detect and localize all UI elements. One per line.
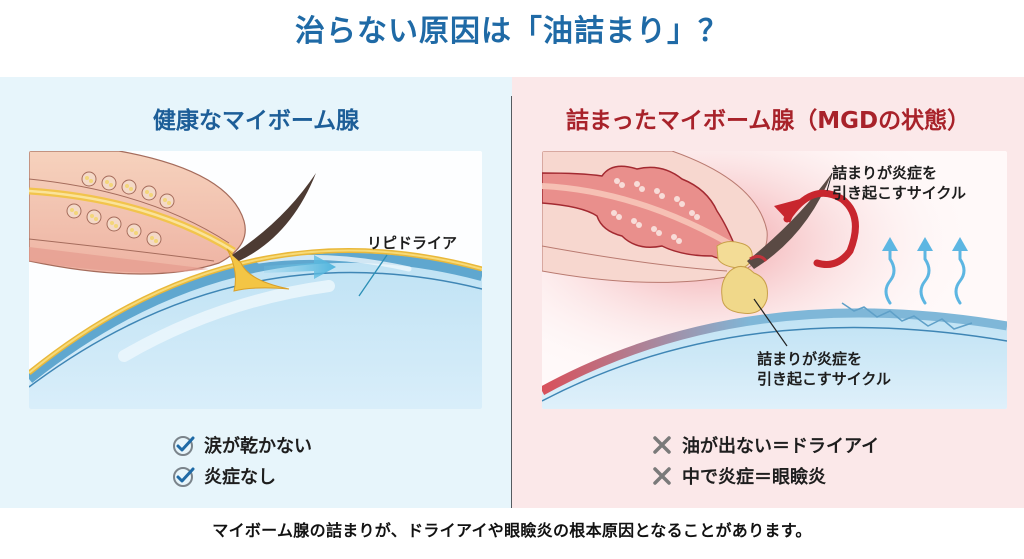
- check-circle-icon: [172, 464, 196, 488]
- footer-note: マイボーム腺の詰まりが、ドライアイや眼瞼炎の根本原因となることがあります。: [212, 521, 812, 540]
- check-circle-icon: [172, 433, 196, 457]
- clogged-panel-heading: 詰まったマイボーム腺（MGDの状態）: [565, 108, 971, 134]
- cross-icon: [650, 464, 674, 488]
- healthy-eyelid-diagram: [29, 151, 482, 409]
- healthy-results-list: 涙が乾かない 炎症なし: [172, 429, 312, 491]
- result-text: 油が出ない＝ドライアイ: [682, 435, 880, 457]
- result-text: 炎症なし: [204, 466, 276, 488]
- panel-divider: [511, 96, 512, 508]
- clogged-gland-panel: 詰まったマイボーム腺（MGDの状態）: [512, 77, 1024, 508]
- cycle-label-top: 詰まりが炎症を 引き起こすサイクル: [832, 164, 966, 202]
- result-item: 涙が乾かない: [172, 429, 312, 460]
- healthy-gland-panel: 健康なマイボーム腺: [0, 77, 512, 508]
- clogged-eyelid-diagram: [542, 151, 1007, 409]
- result-text: 涙が乾かない: [204, 435, 312, 457]
- result-item: 油が出ない＝ドライアイ: [650, 429, 879, 460]
- result-text: 中で炎症＝眼瞼炎: [682, 466, 826, 488]
- lipid-layer-label: リピドライア: [367, 234, 458, 252]
- clogged-gland-illustration: 詰まりが炎症を 引き起こすサイクル 詰まりが炎症を 引き起こすサイクル: [542, 151, 1007, 409]
- result-item: 中で炎症＝眼瞼炎: [650, 460, 879, 491]
- cross-icon: [650, 433, 674, 457]
- healthy-gland-illustration: リピドライア: [29, 151, 482, 409]
- clogged-results-list: 油が出ない＝ドライアイ 中で炎症＝眼瞼炎: [650, 429, 879, 491]
- healthy-panel-heading: 健康なマイボーム腺: [152, 108, 360, 134]
- page-title: 治らない原因は「油詰まり」？: [295, 14, 729, 49]
- result-item: 炎症なし: [172, 460, 312, 491]
- cycle-label-bottom: 詰まりが炎症を 引き起こすサイクル: [757, 350, 891, 388]
